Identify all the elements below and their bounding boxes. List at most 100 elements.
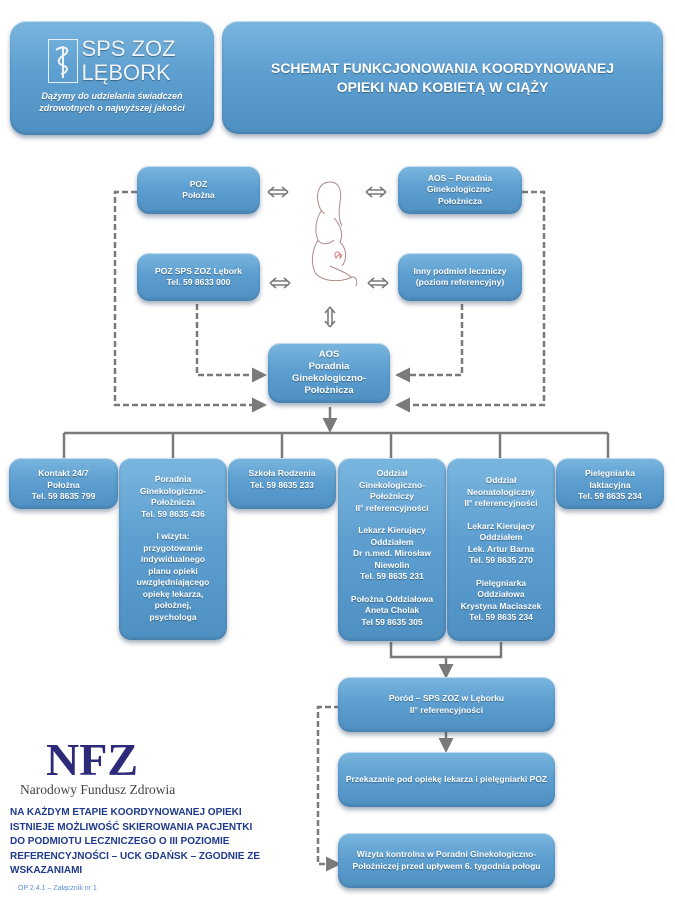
node-oddzial-neonat[interactable]: Oddział Neonatologiczny II° referencyjno…: [447, 458, 555, 641]
node-text: Inny podmiot leczniczy: [413, 265, 507, 276]
node-porod[interactable]: Poród – SPS ZOZ w Lęborku II° referencyj…: [338, 677, 555, 732]
dashed-connector-aos-right: [395, 190, 546, 413]
node-text: Niewolin: [374, 559, 410, 570]
node-inny-podmiot[interactable]: Inny podmiot leczniczy (poziom referency…: [398, 253, 522, 301]
node-pielegniarka-laktacyjna[interactable]: Pielęgniarka laktacyjna Tel. 59 8635 234: [556, 458, 664, 509]
node-kontakt-24-7[interactable]: Kontakt 24/7 Położna Tel. 59 8635 799: [9, 458, 118, 509]
page-title: SCHEMAT FUNKCJONOWANIA KOORDYNOWANEJ OPI…: [222, 21, 663, 134]
note-line: REFERENCYJNOŚCI – UCK GDAŃSK – ZGODNIE Z…: [10, 850, 261, 862]
title-line: OPIEKI NAD KOBIETĄ W CIĄŻY: [336, 78, 549, 95]
node-text: AOS: [318, 349, 340, 360]
node-text: opiekę lekarza,: [142, 588, 204, 599]
node-text: (poziom referencyjny): [415, 277, 505, 287]
double-arrow-icon: [367, 277, 389, 289]
node-text: indywidualnego: [140, 554, 206, 564]
node-text: Położna: [182, 190, 215, 200]
node-aos-poradnia-top[interactable]: AOS – Poradnia Ginekologiczno- Położnicz…: [398, 166, 522, 214]
node-text: Oddział: [485, 475, 517, 485]
node-text: Ginekologiczno-: [292, 373, 366, 384]
node-wizyta-kontrolna[interactable]: Wizyta kontrolna w Poradni Ginekologiczn…: [338, 833, 555, 888]
node-text: Położnicza: [151, 497, 195, 507]
dashed-connector-poz-left: [113, 190, 267, 413]
nfz-logo-text: NFZ: [46, 734, 138, 781]
node-poz-sps-zoz[interactable]: POZ SPS ZOZ Lębork Tel. 59 8633 000: [137, 253, 260, 301]
node-text: Pielęgniarka: [475, 577, 527, 588]
node-text: Położniczy: [370, 491, 414, 501]
node-text: I wizyta:: [156, 531, 190, 541]
node-text: Tel. 59 8635 436: [141, 508, 205, 519]
node-text: Tel. 59 8633 000: [166, 277, 231, 287]
motto: Dążymy do udzielania świadczeń zdrowotny…: [39, 90, 185, 114]
note-line: ISTNIEJE MOŻLIWOŚĆ SKIEROWANIA PACJENTKI: [10, 821, 253, 833]
node-poradnia-gin-pol[interactable]: Poradnia Ginekologiczno- Położnicza Tel.…: [119, 458, 227, 640]
node-text: Aneta Cholak: [364, 605, 420, 615]
double-arrow-icon: [365, 186, 387, 198]
node-text: przygotowanie: [143, 542, 203, 553]
node-text: Wizyta kontrolna w Poradni Ginekologiczn…: [356, 849, 537, 859]
node-text: Poradnia: [154, 474, 192, 484]
node-text: laktacyjna: [589, 479, 631, 490]
node-text: Lek. Artur Barna: [467, 543, 535, 554]
node-text: Tel. 59 8635 234: [469, 612, 533, 622]
node-text: psychologa: [149, 611, 197, 622]
dashed-connector-inny: [395, 295, 464, 383]
node-text: Poród – SPS ZOZ w Lęborku: [388, 693, 505, 703]
document-reference: OP 2.4.1 – Załącznik nr 1: [18, 885, 97, 892]
node-text: POZ: [189, 178, 208, 189]
node-text: Oddziałem: [479, 532, 523, 542]
node-text: Oddział: [376, 468, 408, 478]
node-text: Lekarz Kierujący: [358, 525, 426, 535]
double-arrow-icon: [267, 186, 289, 198]
node-poz-polozna[interactable]: POZ Położna: [137, 166, 260, 214]
node-text: Pielęgniarka: [584, 468, 636, 478]
node-text: Ginekologiczno-: [426, 184, 494, 195]
node-text: Dr n.med. Mirosław: [353, 548, 431, 558]
node-text: Szkoła Rodzenia: [248, 468, 316, 478]
referral-note: NA KAŻDYM ETAPIE KOORDYNOWANEJ OPIEKI IS…: [10, 806, 300, 879]
node-text: Oddziałem: [370, 536, 414, 547]
node-text: Poradnia: [308, 361, 350, 372]
node-text: II° referencyjności: [409, 704, 484, 715]
node-text: II° referencyjności: [464, 498, 538, 508]
double-arrow-vertical-icon: [324, 306, 336, 328]
connector-merge: [389, 642, 503, 659]
dashed-connector-poz-sps: [195, 295, 267, 383]
node-szkola-rodzenia[interactable]: Szkoła Rodzenia Tel. 59 8635 233: [228, 458, 336, 509]
node-oddzial-gin-pol[interactable]: Oddział Ginekologiczno- Położniczy II° r…: [338, 458, 446, 641]
node-text: Oddziałowa: [477, 589, 525, 599]
node-text: Tel. 59 8635 234: [578, 491, 642, 501]
node-aos-poradnia-center[interactable]: AOS Poradnia Ginekologiczno- Położnicza: [268, 343, 390, 403]
node-text: Tel. 59 8635 231: [360, 571, 424, 581]
node-text: POZ SPS ZOZ Lębork: [155, 265, 242, 276]
motto-line: zdrowotnych o najwyższej jakości: [39, 102, 185, 113]
note-line: NA KAŻDYM ETAPIE KOORDYNOWANEJ OPIEKI: [10, 807, 242, 818]
node-text: Położnicza: [438, 195, 482, 206]
nfz-logo: NFZ: [46, 733, 156, 786]
node-text: Ginekologiczno-: [139, 485, 207, 496]
node-text: planu opieki: [148, 565, 198, 576]
caduceus-icon: [48, 38, 79, 83]
note-line: DO PODMIOTU LECZNICZEGO O III POZIOMIE: [10, 836, 230, 847]
node-text: Położna: [47, 479, 80, 490]
header-logo-panel: SPS ZOZ LĘBORK Dążymy do udzielania świa…: [10, 21, 214, 135]
node-text: Ginekologiczno-: [358, 479, 426, 490]
logo-text-line: LĘBORK: [81, 59, 171, 85]
double-arrow-icon: [269, 277, 291, 289]
pregnant-woman-icon: [300, 178, 362, 295]
node-text: Położniczej przed upływem 6. tygodnia po…: [352, 860, 541, 871]
dashed-connector-porod-wizyta: [316, 705, 341, 872]
node-text: II° referencyjności: [355, 502, 429, 513]
node-text: Tel. 59 8635 233: [250, 479, 314, 490]
node-text: Przekazanie pod opiekę lekarza i pielęgn…: [345, 773, 548, 784]
title-line: SCHEMAT FUNKCJONOWANIA KOORDYNOWANEJ: [270, 59, 614, 76]
node-text: Kontakt 24/7: [38, 468, 89, 478]
node-text: Położna Oddziałowa: [350, 593, 434, 604]
node-przekazanie-poz[interactable]: Przekazanie pod opiekę lekarza i pielęgn…: [338, 752, 555, 807]
node-text: Tel. 59 8635 270: [469, 555, 533, 565]
motto-line: Dążymy do udzielania świadczeń: [41, 90, 183, 101]
node-text: Neonatologiczny: [466, 486, 535, 497]
node-text: Tel 59 8635 305: [361, 616, 423, 627]
node-text: Tel. 59 8635 799: [31, 491, 96, 501]
node-text: Położnicza: [304, 385, 354, 396]
